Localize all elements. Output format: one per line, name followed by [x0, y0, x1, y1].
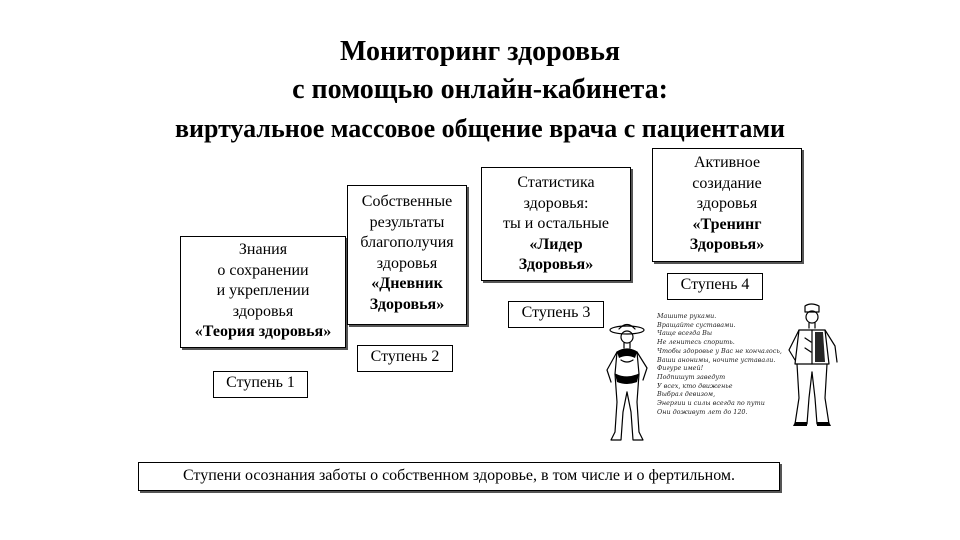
box-text: созидание: [692, 174, 762, 192]
box-text: Активное: [693, 154, 761, 171]
box-text: здоровья:: [523, 194, 589, 212]
box-text: о сохранении: [217, 261, 309, 279]
box-bold-text: «Теория здоровья»: [194, 323, 332, 340]
box-bold-text: Здоровья»: [369, 295, 445, 313]
box-text: ты и остальные: [503, 215, 609, 232]
step-label-4: Ступень 4: [667, 273, 763, 300]
step-label-3: Ступень 3: [508, 301, 604, 328]
title-line-2: с помощью онлайн-кабинета:: [292, 74, 668, 105]
poem-line: Машите руками.: [657, 312, 717, 320]
poem-line: Энергии и силы всегда по пути: [657, 399, 765, 408]
poem-line: Вращайте суставами.: [657, 320, 736, 329]
box-bold-text: «Тренинг: [692, 215, 762, 233]
poem-line: Не ленитесь спорить.: [657, 338, 735, 347]
box-text: и укреплении: [216, 282, 310, 299]
stage-box-2: Собственные результаты благополучия здор…: [347, 185, 467, 325]
box-bold-text: «Лидер: [529, 235, 583, 253]
step-label-2: Ступень 2: [357, 345, 453, 372]
woman-figure-icon: [606, 323, 648, 441]
poem-line: Выбрал девизом,: [657, 390, 716, 399]
man-figure-icon: [788, 303, 838, 426]
box-text: здоровья: [696, 195, 758, 212]
box-text: благополучия: [360, 234, 454, 251]
title-line-1: Мониторинг здоровья: [339, 36, 621, 67]
poem-line: Фигуре имей!: [657, 364, 704, 373]
box-text: здоровья: [376, 254, 438, 272]
title-line-3: виртуальное массовое общение врача с пац…: [174, 114, 786, 143]
footer-caption: Ступени осознания заботы о собственном з…: [138, 462, 780, 491]
poem-line: Чаще всегда Вы: [657, 329, 713, 338]
step-label-1: Ступень 1: [213, 371, 308, 398]
box-text: результаты: [369, 213, 445, 231]
box-text: здоровья: [232, 302, 294, 320]
poem-line: Ваши анонимы, ночите уставали.: [657, 355, 776, 364]
box-bold-text: Здоровья»: [689, 236, 765, 253]
box-text: Собственные: [361, 193, 453, 210]
stage-box-3: Статистика здоровья: ты и остальные «Лид…: [481, 167, 631, 281]
poem-text: Машите руками. Вращайте суставами. Чаще …: [657, 312, 787, 416]
box-bold-text: Здоровья»: [518, 256, 594, 273]
poem-line: Они доживут лет до 120.: [657, 407, 748, 416]
poem-line: У всех, кто движенье: [657, 381, 733, 390]
box-bold-text: «Дневник: [371, 275, 443, 292]
poem-line: Подпишут заведут: [657, 372, 726, 381]
stage-box-4: Активное созидание здоровья «Тренинг Здо…: [652, 148, 802, 262]
box-text: Знания: [238, 241, 288, 258]
stage-box-1: Знания о сохранении и укреплении здоровь…: [180, 236, 346, 348]
box-text: Статистика: [517, 174, 595, 191]
poem-line: Чтобы здоровье у Вас не кончалось,: [657, 346, 782, 355]
